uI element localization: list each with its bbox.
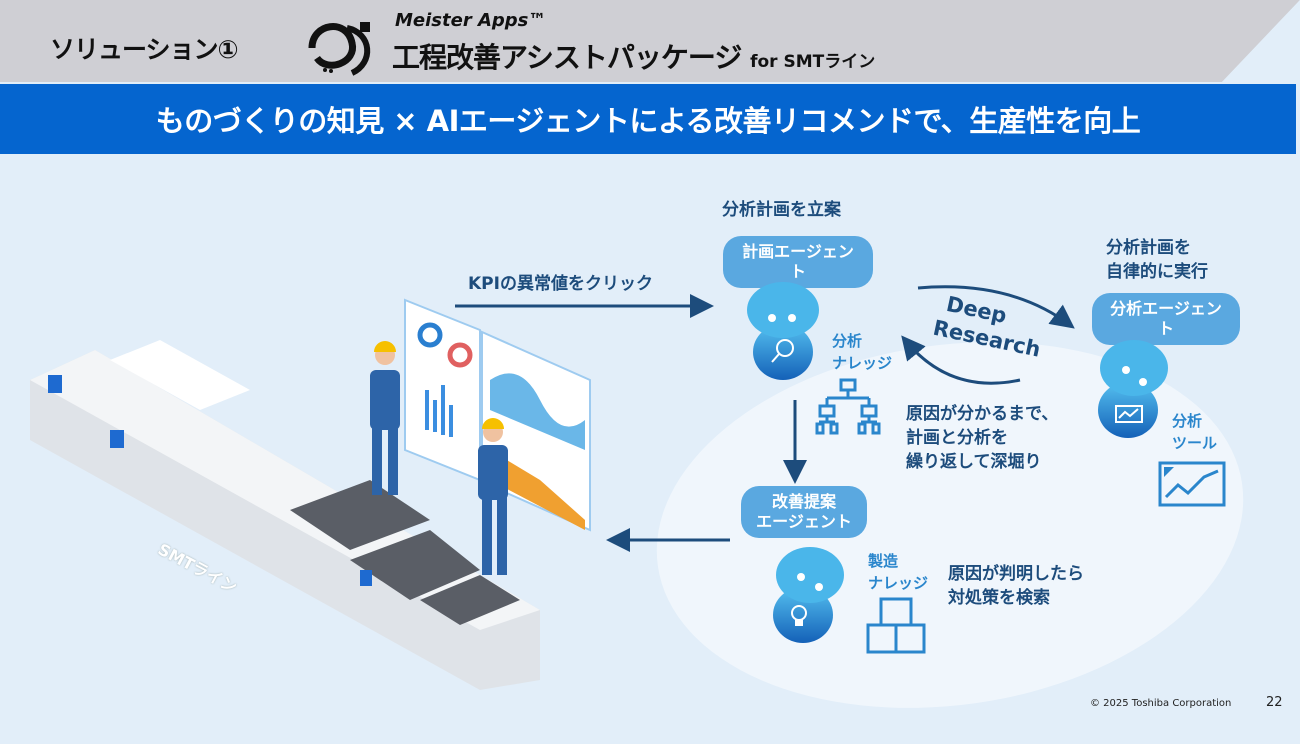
chart-tool-icon [1158,461,1226,507]
knowledge-line: 分析 [832,332,863,350]
section-label: ソリューション① [50,35,239,64]
analysis-knowledge-label: 分析ナレッジ [832,330,892,374]
smt-line-illustration [30,298,591,690]
boxes-icon [866,597,926,654]
banner-title: ものづくりの知見 × AIエージェントによる改善リコメンドで、生産性を向上 [0,84,1296,154]
knowledge-line: ナレッジ [868,574,929,592]
workers [370,341,508,575]
smt-machines [30,340,540,690]
pill-line: 改善提案 [771,492,836,511]
product-suffix: for SMTライン [750,52,876,72]
planning-agent-pill: 計画エージェント [723,236,873,288]
analysis-tool-label: 分析ツール [1172,410,1217,454]
analysis-robot-icon [1098,340,1168,438]
improvement-robot-icon [773,547,844,643]
improvement-note: 原因が判明したら対処策を検索 [948,562,1084,610]
improvement-agent-pill: 改善提案エージェント [741,486,867,538]
brand-name: Meister Apps™ [395,10,547,31]
tool-line: ツール [1172,434,1218,452]
analysis-agent-pill: 分析エージェント [1092,293,1240,345]
copyright: © 2025 Toshiba Corporation [1090,698,1232,709]
caption-line: 自律的に実行 [1106,262,1208,282]
note-line: 原因が分かるまで、 [906,404,1059,424]
planning-caption: 分析計画を立案 [722,200,841,220]
pill-line: エージェント [756,512,852,531]
tool-line: 分析 [1172,412,1203,430]
note-line: 対処策を検索 [948,588,1050,608]
loop-note: 原因が分かるまで、計画と分析を繰り返して深堀り [906,402,1058,474]
hierarchy-icon [815,378,881,435]
kpi-label: KPIの異常値をクリック [468,274,653,294]
knowledge-line: ナレッジ [832,354,893,372]
note-line: 原因が判明したら [948,564,1084,584]
manufacturing-knowledge-label: 製造ナレッジ [868,550,928,594]
analysis-caption: 分析計画を自律的に実行 [1106,236,1208,284]
header-band [0,0,1300,82]
knowledge-line: 製造 [868,552,899,570]
note-line: 計画と分析を [906,428,1008,448]
product-title: 工程改善アシストパッケージ [392,41,742,74]
product-name: 工程改善アシストパッケージ for SMTライン [392,36,875,76]
note-line: 繰り返して深堀り [906,452,1042,472]
planning-robot-icon [747,282,819,380]
dashboard-panels [404,298,591,532]
page-number: 22 [1266,695,1283,710]
caption-line: 分析計画を [1106,238,1191,258]
meister-apps-logo [308,22,371,76]
